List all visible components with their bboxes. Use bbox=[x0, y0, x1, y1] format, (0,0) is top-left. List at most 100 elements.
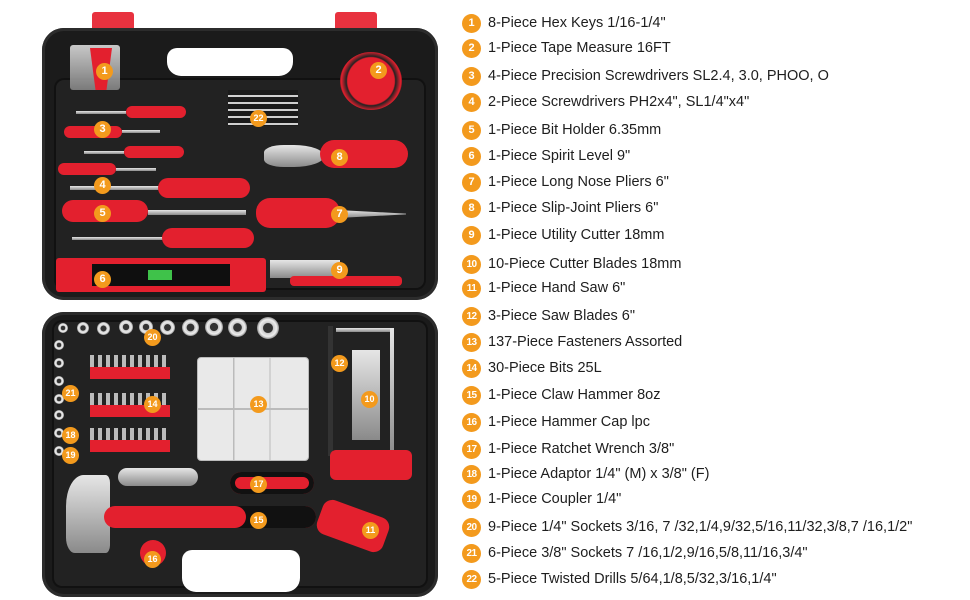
socket-3-8 bbox=[54, 410, 64, 420]
screwdriver-shaft bbox=[72, 237, 164, 240]
socket bbox=[58, 323, 68, 333]
hand-saw-frame-side bbox=[390, 328, 394, 458]
item-label: 1-Piece Claw Hammer 8oz bbox=[488, 387, 661, 403]
item-label: 1-Piece Utility Cutter 18mm bbox=[488, 227, 665, 243]
image-badge-13: 13 bbox=[250, 396, 267, 413]
image-badge-4: 4 bbox=[94, 177, 111, 194]
item-label: 1-Piece Long Nose Pliers 6" bbox=[488, 174, 669, 190]
ratchet-head bbox=[118, 468, 198, 486]
screwdriver-shaft bbox=[70, 186, 160, 190]
item-number-badge: 5 bbox=[462, 120, 481, 140]
item-number-badge: 22 bbox=[462, 569, 481, 589]
list-item: 6 1-Piece Spirit Level 9" bbox=[462, 145, 630, 167]
image-badge-3: 3 bbox=[94, 121, 111, 138]
item-number-badge: 4 bbox=[462, 92, 481, 112]
image-badge-17: 17 bbox=[250, 476, 267, 493]
saw-blades bbox=[328, 326, 333, 456]
item-number-badge: 18 bbox=[462, 464, 481, 484]
hammer-handle bbox=[104, 506, 316, 528]
item-number-badge: 8 bbox=[462, 198, 481, 218]
image-badge-2: 2 bbox=[370, 62, 387, 79]
image-badge-9: 9 bbox=[331, 262, 348, 279]
image-badge-22: 22 bbox=[250, 110, 267, 127]
item-label: 137-Piece Fasteners Assorted bbox=[488, 334, 683, 350]
list-item: 7 1-Piece Long Nose Pliers 6" bbox=[462, 171, 669, 193]
socket bbox=[119, 320, 133, 334]
spirit-level-vial bbox=[148, 270, 172, 280]
utility-cutter-blade bbox=[270, 260, 340, 278]
item-label: 1-Piece Tape Measure 16FT bbox=[488, 40, 671, 56]
socket bbox=[205, 318, 223, 336]
item-label: 4-Piece Precision Screwdrivers SL2.4, 3.… bbox=[488, 68, 829, 84]
long-nose-pliers-jaw bbox=[338, 210, 406, 218]
item-label: 1-Piece Slip-Joint Pliers 6" bbox=[488, 200, 659, 216]
item-number-badge: 10 bbox=[462, 254, 481, 274]
socket-3-8 bbox=[54, 376, 64, 386]
coupler bbox=[54, 446, 64, 456]
item-number-badge: 11 bbox=[462, 278, 481, 298]
image-badge-20: 20 bbox=[144, 329, 161, 346]
tape-measure bbox=[340, 52, 402, 110]
socket bbox=[160, 320, 175, 335]
item-number-badge: 6 bbox=[462, 146, 481, 166]
item-label: 10-Piece Cutter Blades 18mm bbox=[488, 256, 682, 272]
image-badge-18: 18 bbox=[62, 427, 79, 444]
socket bbox=[257, 317, 279, 339]
socket bbox=[97, 322, 110, 335]
utility-cutter-body bbox=[290, 276, 402, 286]
item-number-badge: 21 bbox=[462, 543, 481, 563]
bit-holder-shaft bbox=[148, 210, 246, 215]
item-label: 1-Piece Bit Holder 6.35mm bbox=[488, 122, 662, 138]
item-number-badge: 1 bbox=[462, 13, 481, 33]
image-badge-6: 6 bbox=[94, 271, 111, 288]
image-badge-11: 11 bbox=[362, 522, 379, 539]
case-handle-opening-bottom bbox=[182, 550, 300, 592]
item-number-badge: 14 bbox=[462, 358, 481, 378]
image-badge-10: 10 bbox=[361, 391, 378, 408]
screwdriver-phillips bbox=[162, 228, 254, 248]
precision-screwdriver bbox=[124, 146, 184, 158]
bits-row bbox=[90, 428, 170, 440]
item-label: 1-Piece Hammer Cap lpc bbox=[488, 414, 650, 430]
item-number-badge: 15 bbox=[462, 385, 481, 405]
list-item: 15 1-Piece Claw Hammer 8oz bbox=[462, 384, 660, 406]
item-label: 1-Piece Spirit Level 9" bbox=[488, 148, 631, 164]
socket bbox=[228, 318, 247, 337]
image-badge-1: 1 bbox=[96, 63, 113, 80]
image-badge-15: 15 bbox=[250, 512, 267, 529]
item-number-badge: 17 bbox=[462, 439, 481, 459]
item-label: 6-Piece 3/8" Sockets 7 /16,1/2,9/16,5/8,… bbox=[488, 545, 808, 561]
item-number-badge: 3 bbox=[462, 66, 481, 86]
slip-joint-pliers-jaw bbox=[264, 145, 324, 167]
socket-3-8 bbox=[54, 394, 64, 404]
precision-screwdriver bbox=[126, 106, 186, 118]
item-label: 5-Piece Twisted Drills 5/64,1/8,5/32,3/1… bbox=[488, 571, 777, 587]
image-badge-7: 7 bbox=[331, 206, 348, 223]
list-item: 3 4-Piece Precision Screwdrivers SL2.4, 3… bbox=[462, 65, 829, 87]
list-item: 8 1-Piece Slip-Joint Pliers 6" bbox=[462, 197, 658, 219]
bits-row bbox=[90, 355, 170, 367]
hand-saw-frame-top bbox=[336, 328, 394, 332]
list-item: 21 6-Piece 3/8" Sockets 7 /16,1/2,9/16,5/… bbox=[462, 542, 808, 564]
long-nose-pliers-handle bbox=[256, 198, 340, 228]
precision-screwdriver bbox=[64, 126, 122, 138]
item-label: 2-Piece Screwdrivers PH2x4", SL1/4"x4" bbox=[488, 94, 750, 110]
case-handle-opening bbox=[167, 48, 293, 76]
item-label: 1-Piece Ratchet Wrench 3/8" bbox=[488, 441, 675, 457]
ratchet-handle bbox=[230, 472, 314, 494]
image-badge-16: 16 bbox=[144, 551, 161, 568]
precision-screwdriver-shaft bbox=[116, 168, 156, 171]
precision-screwdriver-shaft bbox=[122, 130, 160, 133]
list-item: 5 1-Piece Bit Holder 6.35mm bbox=[462, 119, 661, 141]
item-number-badge: 7 bbox=[462, 172, 481, 192]
list-item: 10 10-Piece Cutter Blades 18mm bbox=[462, 253, 681, 275]
bits-holder bbox=[90, 367, 170, 379]
image-badge-12: 12 bbox=[331, 355, 348, 372]
